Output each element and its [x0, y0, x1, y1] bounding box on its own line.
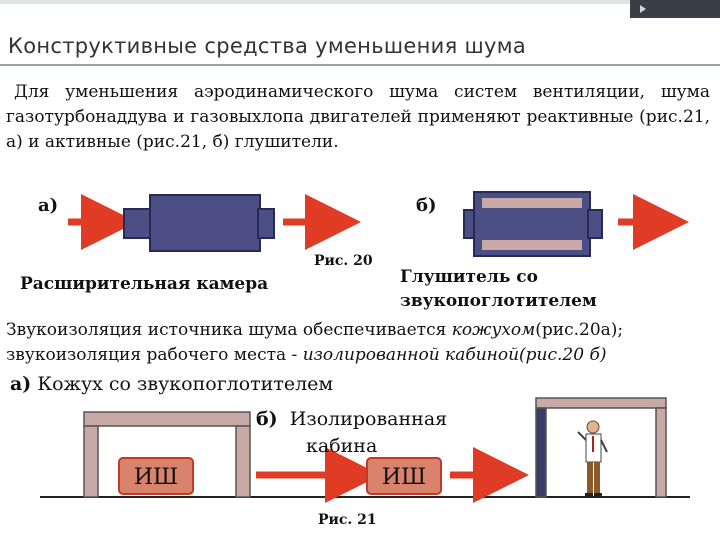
soundproofing-line-1: Звукоизоляция источника шума обеспечивае…	[6, 320, 624, 340]
muffler-with-absorber	[463, 191, 603, 257]
fig20-caption: Рис. 20	[314, 253, 373, 269]
noise-source-box-2: ИШ	[366, 457, 442, 495]
page-title: Конструктивные средства уменьшения шума	[8, 34, 527, 58]
fig20-name-a: Расширительная камера	[20, 274, 269, 294]
top-decor-bar	[0, 0, 720, 18]
fig20-name-b-line2: звукопоглотителем	[400, 291, 597, 311]
soundproofing-line-2: звукоизоляция рабочего места - изолирова…	[6, 345, 607, 365]
title-divider	[0, 64, 720, 66]
soundproofing-text: Звукоизоляция источника шума обеспечивае…	[6, 318, 716, 368]
intro-paragraph: Для уменьшения аэродинамического шума си…	[6, 82, 710, 152]
casing-with-absorber	[83, 411, 251, 498]
fig21-caption: Рис. 21	[318, 512, 377, 528]
noise-source-box-1: ИШ	[118, 457, 194, 495]
worker-figure	[577, 420, 608, 497]
fig20-label-a: а)	[38, 195, 59, 216]
fig20-label-b: б)	[416, 195, 437, 216]
expansion-chamber	[123, 194, 275, 252]
isolated-cabin	[535, 397, 667, 498]
fig21-item-a: а) Кожух со звукопоглотителем	[10, 373, 334, 395]
fig20-name-b-line1: Глушитель со	[400, 267, 538, 287]
